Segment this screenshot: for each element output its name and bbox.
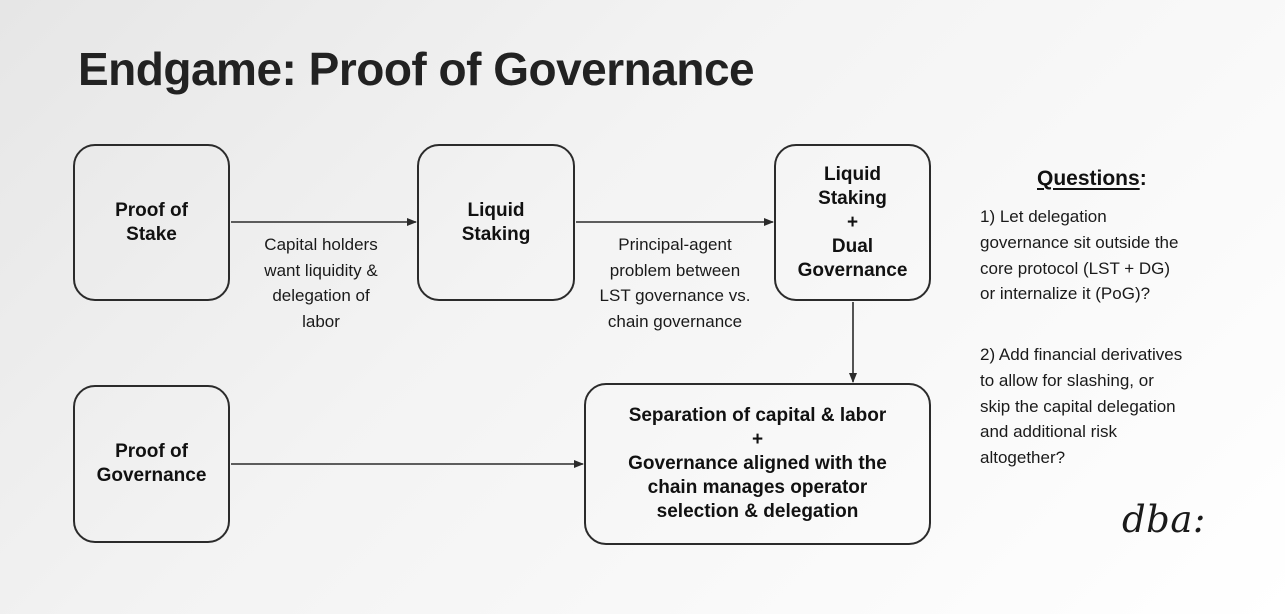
node-separation-of-capital-labor: Separation of capital & labor + Governan… [584, 383, 931, 545]
questions-heading: Questions: [1037, 167, 1147, 191]
dba-logo: dba: [1122, 498, 1206, 541]
question-2: 2) Add financial derivatives to allow fo… [980, 345, 1183, 468]
edge-label-principal-agent: Principal-agent problem between LST gove… [599, 235, 751, 331]
node-liquid-staking: Liquid Staking [417, 144, 575, 301]
node-liquid-staking-dual-governance: Liquid Staking + Dual Governance [774, 144, 931, 301]
questions-heading-colon: : [1139, 167, 1147, 190]
page-title: Endgame: Proof of Governance [78, 43, 755, 95]
node-proof-of-governance: Proof of Governance [73, 385, 230, 543]
question-1: 1) Let delegation governance sit outside… [980, 207, 1179, 304]
questions-heading-text: Questions [1037, 167, 1140, 190]
node-proof-of-stake: Proof of Stake [73, 144, 230, 301]
edge-label-capital-holders: Capital holders want liquidity & delegat… [264, 235, 378, 331]
